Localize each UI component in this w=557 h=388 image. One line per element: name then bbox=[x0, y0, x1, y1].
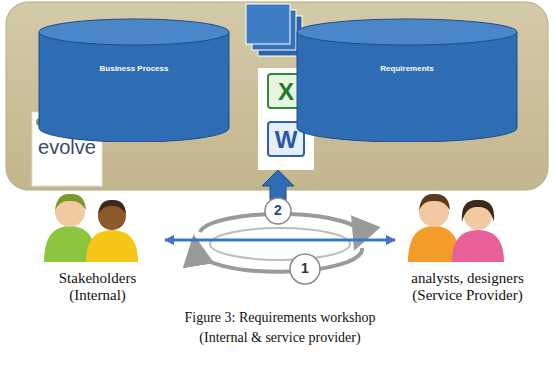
database-cylinder: Business Process bbox=[38, 18, 230, 142]
callout-number: 2 bbox=[266, 202, 290, 218]
cylinder-top bbox=[39, 19, 229, 45]
role-label: Stakeholders (Internal) bbox=[48, 270, 148, 304]
callout-circle bbox=[290, 254, 320, 284]
database-cylinder: Requirements bbox=[296, 18, 518, 142]
cylinder-body bbox=[39, 32, 229, 142]
stakeholder-people bbox=[44, 194, 138, 262]
role-label: analysts, designers (Service Provider) bbox=[404, 270, 532, 304]
store-label: Requirements bbox=[380, 64, 433, 73]
workspace-panel bbox=[6, 2, 548, 190]
cylinder-body bbox=[297, 32, 517, 142]
role-group: analysts, designers (Service Provider) bbox=[395, 188, 540, 306]
icon-letter: W bbox=[268, 126, 304, 154]
callout-circle bbox=[265, 198, 291, 224]
provider-people bbox=[408, 194, 504, 262]
up-arrow bbox=[262, 170, 294, 200]
figure-caption: Figure 3: Requirements workshop (Interna… bbox=[170, 308, 390, 348]
document-stack bbox=[246, 4, 302, 56]
cylinder-top bbox=[297, 19, 517, 45]
cylinder-outline bbox=[296, 18, 518, 142]
cylinder-outline bbox=[38, 18, 230, 142]
logo-text: evolve bbox=[32, 136, 102, 159]
icon-letter: X bbox=[268, 78, 304, 106]
role-group: Stakeholders (Internal) bbox=[30, 188, 165, 306]
callout-number: 1 bbox=[293, 260, 317, 276]
store-label: Business Process bbox=[100, 64, 169, 73]
exchange-arrow bbox=[165, 239, 395, 242]
